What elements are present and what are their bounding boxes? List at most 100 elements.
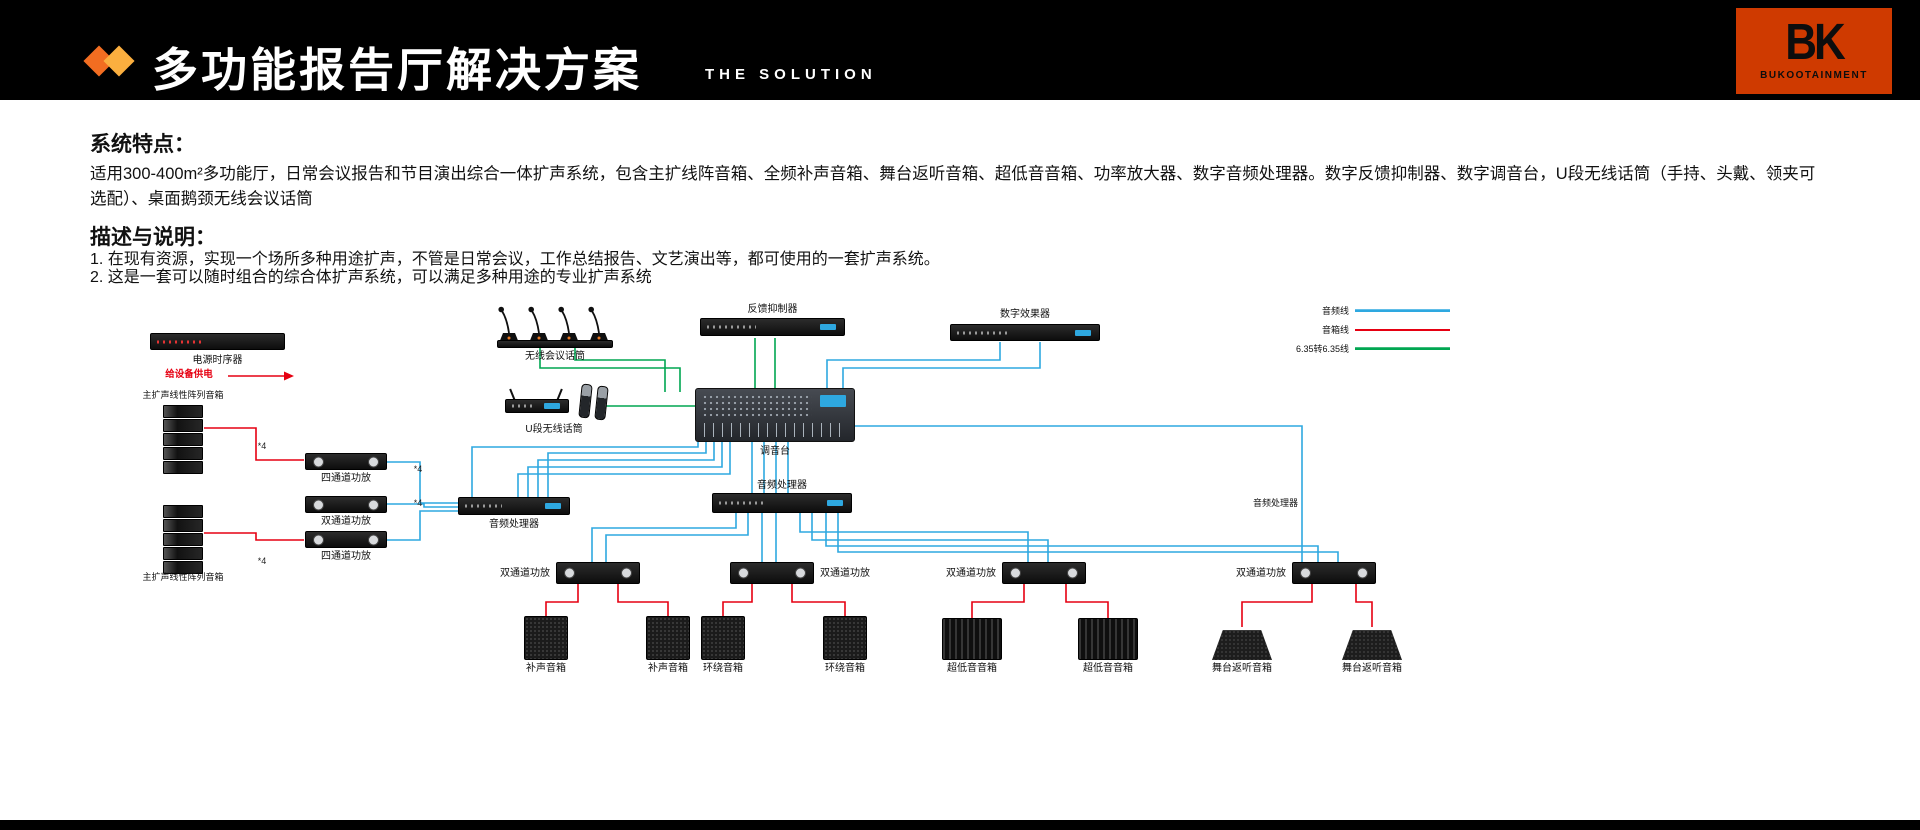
conference-mics-label: 无线会议话筒 — [525, 351, 585, 362]
surround-speaker-1 — [701, 616, 745, 660]
amp-knob — [313, 499, 324, 510]
line-array-module — [163, 405, 203, 418]
description-item-2: 2. 这是一套可以随时组合的综合体扩声系统，可以满足多种用途的专业扩声系统 — [90, 269, 652, 286]
times4-annotation: *4 — [257, 556, 267, 566]
line-array-module — [163, 547, 203, 560]
uhf-mics-label: U段无线话筒 — [525, 424, 583, 435]
fill-speaker-1-label: 补声音箱 — [526, 663, 566, 674]
header-bar: 多功能报告厅解决方案 THE SOLUTION BK BUKOOTAINMENT — [0, 0, 1920, 100]
legend-635-line — [1355, 347, 1450, 350]
amp-knob — [313, 456, 324, 467]
amp-knob — [368, 499, 379, 510]
mixer-label: 调音台 — [760, 446, 790, 457]
amp-knob — [1010, 567, 1021, 579]
rack-leds — [465, 504, 503, 508]
rack-leds — [957, 331, 1008, 334]
line-array-module — [163, 419, 203, 432]
amp-knob — [621, 567, 632, 579]
amp-knob — [564, 567, 575, 579]
audio-processor-right-label: 音频处理器 — [1252, 498, 1298, 508]
rack-leds — [157, 340, 203, 343]
two-channel-amp-c-label: 双通道功放 — [946, 568, 996, 579]
diamond-logo-icon — [83, 45, 146, 80]
fill-speaker-1 — [524, 616, 568, 660]
surround-speaker-1-label: 环绕音箱 — [703, 663, 743, 674]
amp-knob — [1357, 567, 1368, 579]
features-text: 适用300-400m²多功能厅，日常会议报告和节目演出综合一体扩声系统，包含主扩… — [90, 165, 1816, 208]
stage-monitor-1 — [1212, 630, 1272, 660]
subwoofer-1-label: 超低音音箱 — [947, 663, 997, 674]
line-array-module — [163, 505, 203, 518]
gooseneck-mic-icon — [588, 306, 609, 343]
amp-knob — [368, 456, 379, 467]
digital-effects-label: 数字效果器 — [1000, 309, 1050, 320]
description-heading: 描述与说明： — [90, 226, 216, 249]
feedback-suppressor-label: 反馈抑制器 — [747, 304, 798, 315]
surround-speaker-2-label: 环绕音箱 — [825, 663, 865, 674]
stage-monitor-2-label: 舞台返听音箱 — [1342, 663, 1402, 674]
conference-mic-base-unit — [497, 340, 613, 348]
power-sequencer — [150, 333, 285, 350]
audio-processor-center — [712, 493, 852, 513]
four-channel-amp-bottom — [305, 531, 387, 548]
amp-knob — [1067, 567, 1078, 579]
amp-knob — [1300, 567, 1311, 579]
stage-monitor-2 — [1342, 630, 1402, 660]
features-heading: 系统特点： — [90, 133, 195, 156]
rack-leds — [707, 325, 756, 329]
rack-display — [545, 503, 561, 509]
legend-row-635: 6.35转6.35线 — [1278, 339, 1450, 358]
mixer-knobs — [702, 394, 812, 418]
stage-monitor-1-label: 舞台返听音箱 — [1212, 663, 1272, 674]
description-item-1: 1. 在现有资源，实现一个场所多种用途扩声，不管是日常会议，工作总结报告、文艺演… — [90, 251, 940, 268]
fill-speaker-2-label: 补声音箱 — [648, 663, 688, 674]
gooseneck-mic-icon — [498, 306, 519, 343]
mixer-faders — [704, 423, 846, 437]
two-channel-amp-d-label: 双通道功放 — [1236, 568, 1286, 579]
line-array-top-label: 主扩声线性阵列音箱 — [142, 390, 224, 400]
legend-row-audio: 音频线 — [1278, 301, 1450, 320]
mixer-screen — [820, 395, 846, 407]
line-array-module — [163, 561, 203, 574]
brand-name: BUKOOTAINMENT — [1760, 70, 1868, 81]
rack-leds — [719, 501, 766, 505]
rack-display — [820, 324, 836, 330]
subwoofer-2-label: 超低音音箱 — [1083, 663, 1133, 674]
subwoofer-2 — [1078, 618, 1138, 660]
line-array-speaker-top — [163, 405, 203, 475]
digital-effects — [950, 324, 1100, 341]
legend-635-label: 6.35转6.35线 — [1295, 344, 1349, 354]
rack-display — [544, 403, 560, 409]
rack-display — [827, 500, 843, 506]
footer-bar — [0, 820, 1920, 830]
handheld-mic-icon — [578, 383, 593, 419]
two-channel-amp-c — [1002, 562, 1086, 584]
page-subtitle: THE SOLUTION — [705, 66, 877, 83]
power-note-label: 给设备供电 — [165, 369, 213, 380]
gooseneck-mic-icon — [558, 306, 579, 343]
legend-speaker-line — [1355, 328, 1450, 331]
times4-annotation: *4 — [413, 464, 423, 474]
fill-speaker-2 — [646, 616, 690, 660]
surround-speaker-2 — [823, 616, 867, 660]
amp-knob — [368, 534, 379, 545]
uhf-receiver — [505, 399, 569, 413]
diamond-right-icon — [103, 45, 135, 77]
two-channel-amp-d — [1292, 562, 1376, 584]
legend-row-speaker: 音箱线 — [1278, 320, 1450, 339]
line-array-module — [163, 519, 203, 532]
times4-annotation: *4 — [257, 441, 267, 451]
two-channel-amp-left — [305, 496, 387, 513]
bk-logo-icon: BK — [1785, 14, 1846, 71]
legend-audio-line — [1355, 309, 1450, 312]
wire-legend: 音频线 音箱线 6.35转6.35线 — [1278, 301, 1450, 358]
two-channel-amp-a — [556, 562, 640, 584]
four-channel-amp-top — [305, 453, 387, 470]
two-channel-amp-b-label: 双通道功放 — [820, 568, 870, 579]
two-channel-amp-left-label: 双通道功放 — [321, 516, 371, 527]
power-sequencer-label: 电源时序器 — [192, 355, 243, 366]
amp-knob — [795, 567, 806, 579]
mixing-console — [695, 388, 855, 442]
